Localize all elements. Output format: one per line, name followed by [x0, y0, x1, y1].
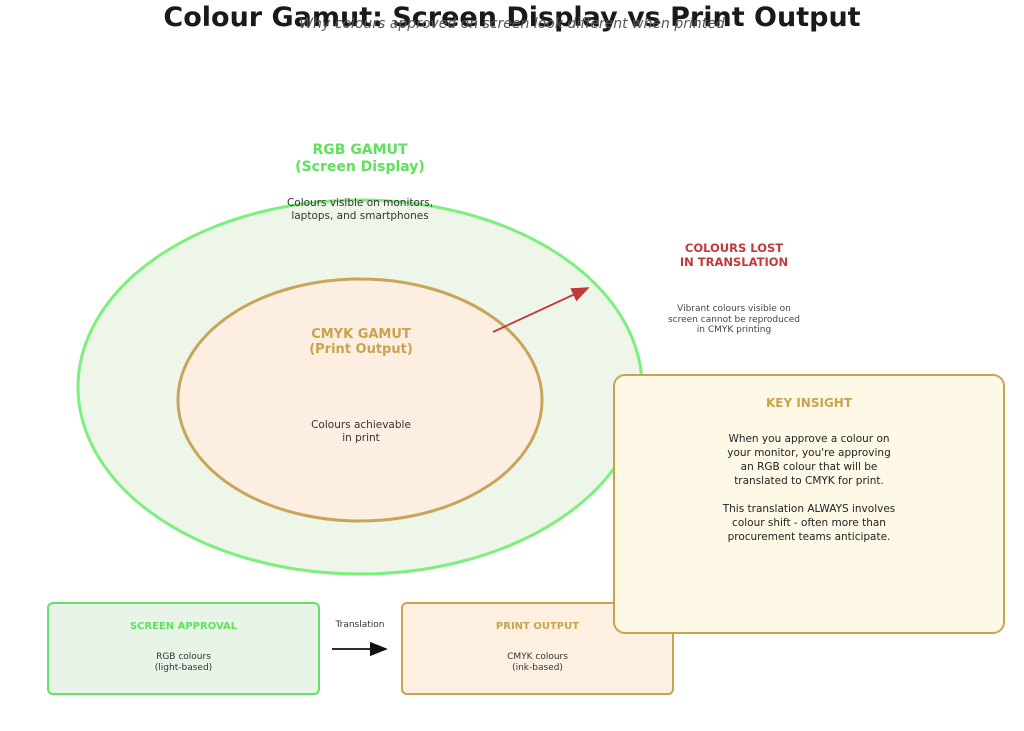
- rgb-gamut-description: Colours visible on monitors, laptops, an…: [286, 197, 434, 222]
- screen-approval-box: SCREEN APPROVAL RGB colours (light-based…: [47, 602, 320, 695]
- cmyk-gamut-ellipse: [176, 277, 544, 523]
- screen-approval-description: RGB colours (light-based): [154, 652, 213, 673]
- lost-colours-title: COLOURS LOST IN TRANSLATION: [679, 241, 789, 269]
- page-subtitle: Why colours approved on screen look diff…: [299, 16, 725, 32]
- page-title: Colour Gamut: Screen Display vs Print Ou…: [163, 2, 861, 33]
- key-insight-box: KEY INSIGHT When you approve a colour on…: [613, 374, 1005, 634]
- lost-colours-arrow: [492, 287, 590, 333]
- cmyk-gamut-title: CMYK GAMUT (Print Output): [309, 327, 413, 357]
- cmyk-gamut-description: Colours achievable in print: [311, 419, 411, 444]
- screen-approval-title: SCREEN APPROVAL: [129, 621, 238, 632]
- rgb-gamut-title: RGB GAMUT (Screen Display): [295, 142, 425, 175]
- print-output-title: PRINT OUTPUT: [495, 621, 580, 632]
- key-insight-title: KEY INSIGHT: [765, 396, 853, 410]
- print-output-description: CMYK colours (ink-based): [507, 652, 568, 673]
- key-insight-text: When you approve a colour on your monito…: [722, 433, 896, 543]
- lost-colours-description: Vibrant colours visible on screen cannot…: [667, 304, 801, 335]
- translation-label: Translation: [335, 620, 385, 630]
